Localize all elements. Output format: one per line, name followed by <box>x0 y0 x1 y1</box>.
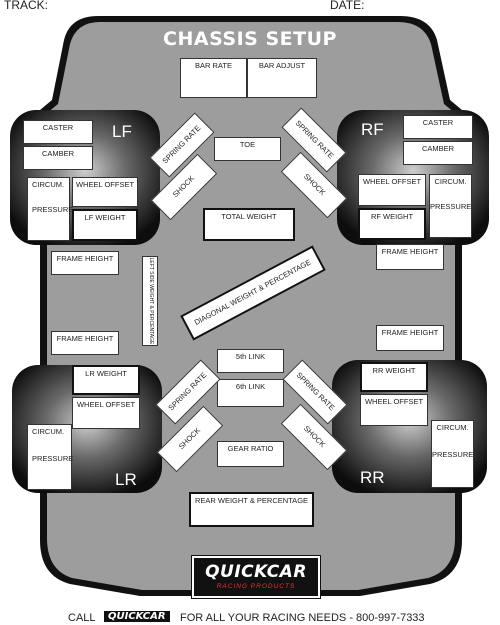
date-label: DATE: <box>330 0 365 12</box>
corner-label-rf: RF <box>361 120 384 139</box>
lf-caster-field[interactable]: CASTER <box>23 120 93 144</box>
toe-field[interactable]: TOE <box>214 137 281 161</box>
rr-frame-height-label: FRAME HEIGHT <box>381 328 439 337</box>
rf-pressure-label: PRESSURE <box>430 201 472 211</box>
sixth-link-field[interactable]: 6th LINK <box>217 379 284 407</box>
lf-weight-field[interactable]: LF WEIGHT <box>72 209 138 241</box>
left-side-weight-label: LEFT SIDE WEIGHT & PERCENTAGE <box>147 257 154 345</box>
rf-caster-field[interactable]: CASTER <box>403 115 473 139</box>
lf-caster-label: CASTER <box>42 123 74 132</box>
lr-circum-label: CIRCUM. <box>32 427 65 436</box>
lr-frame-height-field[interactable]: FRAME HEIGHT <box>51 331 119 355</box>
corner-label-rr: RR <box>360 468 385 487</box>
corner-label-lf: LF <box>112 122 132 141</box>
lr-weight-label: LR WEIGHT <box>85 369 127 378</box>
rf-camber-label: CAMBER <box>421 144 455 153</box>
gear-ratio-field[interactable]: GEAR RATIO <box>217 441 284 467</box>
logo-sub-text: RACING PRODUCTS <box>216 583 296 590</box>
footer-logo: QUICKCAR <box>104 611 170 622</box>
fifth-link-field[interactable]: 5th LINK <box>217 349 284 373</box>
lf-wheel-offset-label: WHEEL OFFSET <box>75 180 135 189</box>
lr-weight-field[interactable]: LR WEIGHT <box>72 365 140 395</box>
footer-text: FOR ALL YOUR RACING NEEDS - 800-997-7333 <box>180 612 425 624</box>
rf-frame-height-field[interactable]: FRAME HEIGHT <box>376 244 444 270</box>
rr-weight-label: RR WEIGHT <box>372 366 416 375</box>
rr-pressure-label: PRESSURE <box>432 449 474 459</box>
lf-frame-height-label: FRAME HEIGHT <box>56 254 114 263</box>
total-weight-label: TOTAL WEIGHT <box>221 212 277 221</box>
rr-weight-field[interactable]: RR WEIGHT <box>360 362 428 392</box>
rf-circum-label: CIRCUM. <box>434 177 467 186</box>
lr-pressure-label: PRESSURE <box>32 453 74 463</box>
rf-camber-field[interactable]: CAMBER <box>403 141 473 165</box>
lr-wheel-offset-field[interactable]: WHEEL OFFSET <box>72 397 140 429</box>
rr-circum-label: CIRCUM. <box>436 423 469 432</box>
rr-frame-height-field[interactable]: FRAME HEIGHT <box>376 325 444 351</box>
track-label: TRACK: <box>4 0 49 12</box>
lf-frame-height-field[interactable]: FRAME HEIGHT <box>51 251 119 275</box>
rf-circum-pressure-field[interactable]: CIRCUM. PRESSURE <box>429 174 472 238</box>
rf-caster-label: CASTER <box>422 118 454 127</box>
rear-weight-label: REAR WEIGHT & PERCENTAGE <box>194 496 309 505</box>
bar-rate-field[interactable]: BAR RATE <box>180 58 247 98</box>
rf-weight-label: RF WEIGHT <box>370 212 414 221</box>
lf-pressure-label: PRESSURE <box>32 204 74 214</box>
lr-wheel-offset-label: WHEEL OFFSET <box>76 400 136 409</box>
rr-wheel-offset-label: WHEEL OFFSET <box>364 397 424 406</box>
rear-weight-field[interactable]: REAR WEIGHT & PERCENTAGE <box>189 492 314 527</box>
lr-circum-pressure-field[interactable]: CIRCUM. PRESSURE <box>27 424 74 490</box>
bar-rate-label: BAR RATE <box>195 61 232 70</box>
footer-call: CALL <box>68 612 96 624</box>
lf-camber-field[interactable]: CAMBER <box>23 146 93 170</box>
total-weight-field[interactable]: TOTAL WEIGHT <box>203 208 295 241</box>
lf-wheel-offset-field[interactable]: WHEEL OFFSET <box>72 177 138 207</box>
rr-wheel-offset-field[interactable]: WHEEL OFFSET <box>360 394 428 426</box>
gear-ratio-label: GEAR RATIO <box>227 444 274 453</box>
left-side-weight-field[interactable]: LEFT SIDE WEIGHT & PERCENTAGE <box>142 256 158 346</box>
page-title: CHASSIS SETUP <box>163 28 337 50</box>
rf-wheel-offset-field[interactable]: WHEEL OFFSET <box>358 174 426 206</box>
bar-adjust-label: BAR ADJUST <box>258 61 306 70</box>
logo-main-text: QUICKCAR <box>205 562 307 582</box>
rf-frame-height-label: FRAME HEIGHT <box>381 247 439 256</box>
sixth-link-label: 6th LINK <box>235 382 266 391</box>
lf-circum-pressure-field[interactable]: CIRCUM. PRESSURE <box>27 177 74 241</box>
lf-camber-label: CAMBER <box>41 149 75 158</box>
lf-weight-label: LF WEIGHT <box>84 213 126 222</box>
bar-adjust-field[interactable]: BAR ADJUST <box>247 58 317 98</box>
quickcar-logo: QUICKCAR RACING PRODUCTS <box>192 556 320 598</box>
fifth-link-label: 5th LINK <box>235 352 266 361</box>
corner-label-lr: LR <box>115 470 137 489</box>
rr-circum-pressure-field[interactable]: CIRCUM. PRESSURE <box>431 420 474 488</box>
toe-label: TOE <box>239 140 256 149</box>
rf-weight-field[interactable]: RF WEIGHT <box>358 208 426 240</box>
lf-circum-label: CIRCUM. <box>32 180 65 189</box>
lr-frame-height-label: FRAME HEIGHT <box>56 334 114 343</box>
rf-wheel-offset-label: WHEEL OFFSET <box>362 177 422 186</box>
